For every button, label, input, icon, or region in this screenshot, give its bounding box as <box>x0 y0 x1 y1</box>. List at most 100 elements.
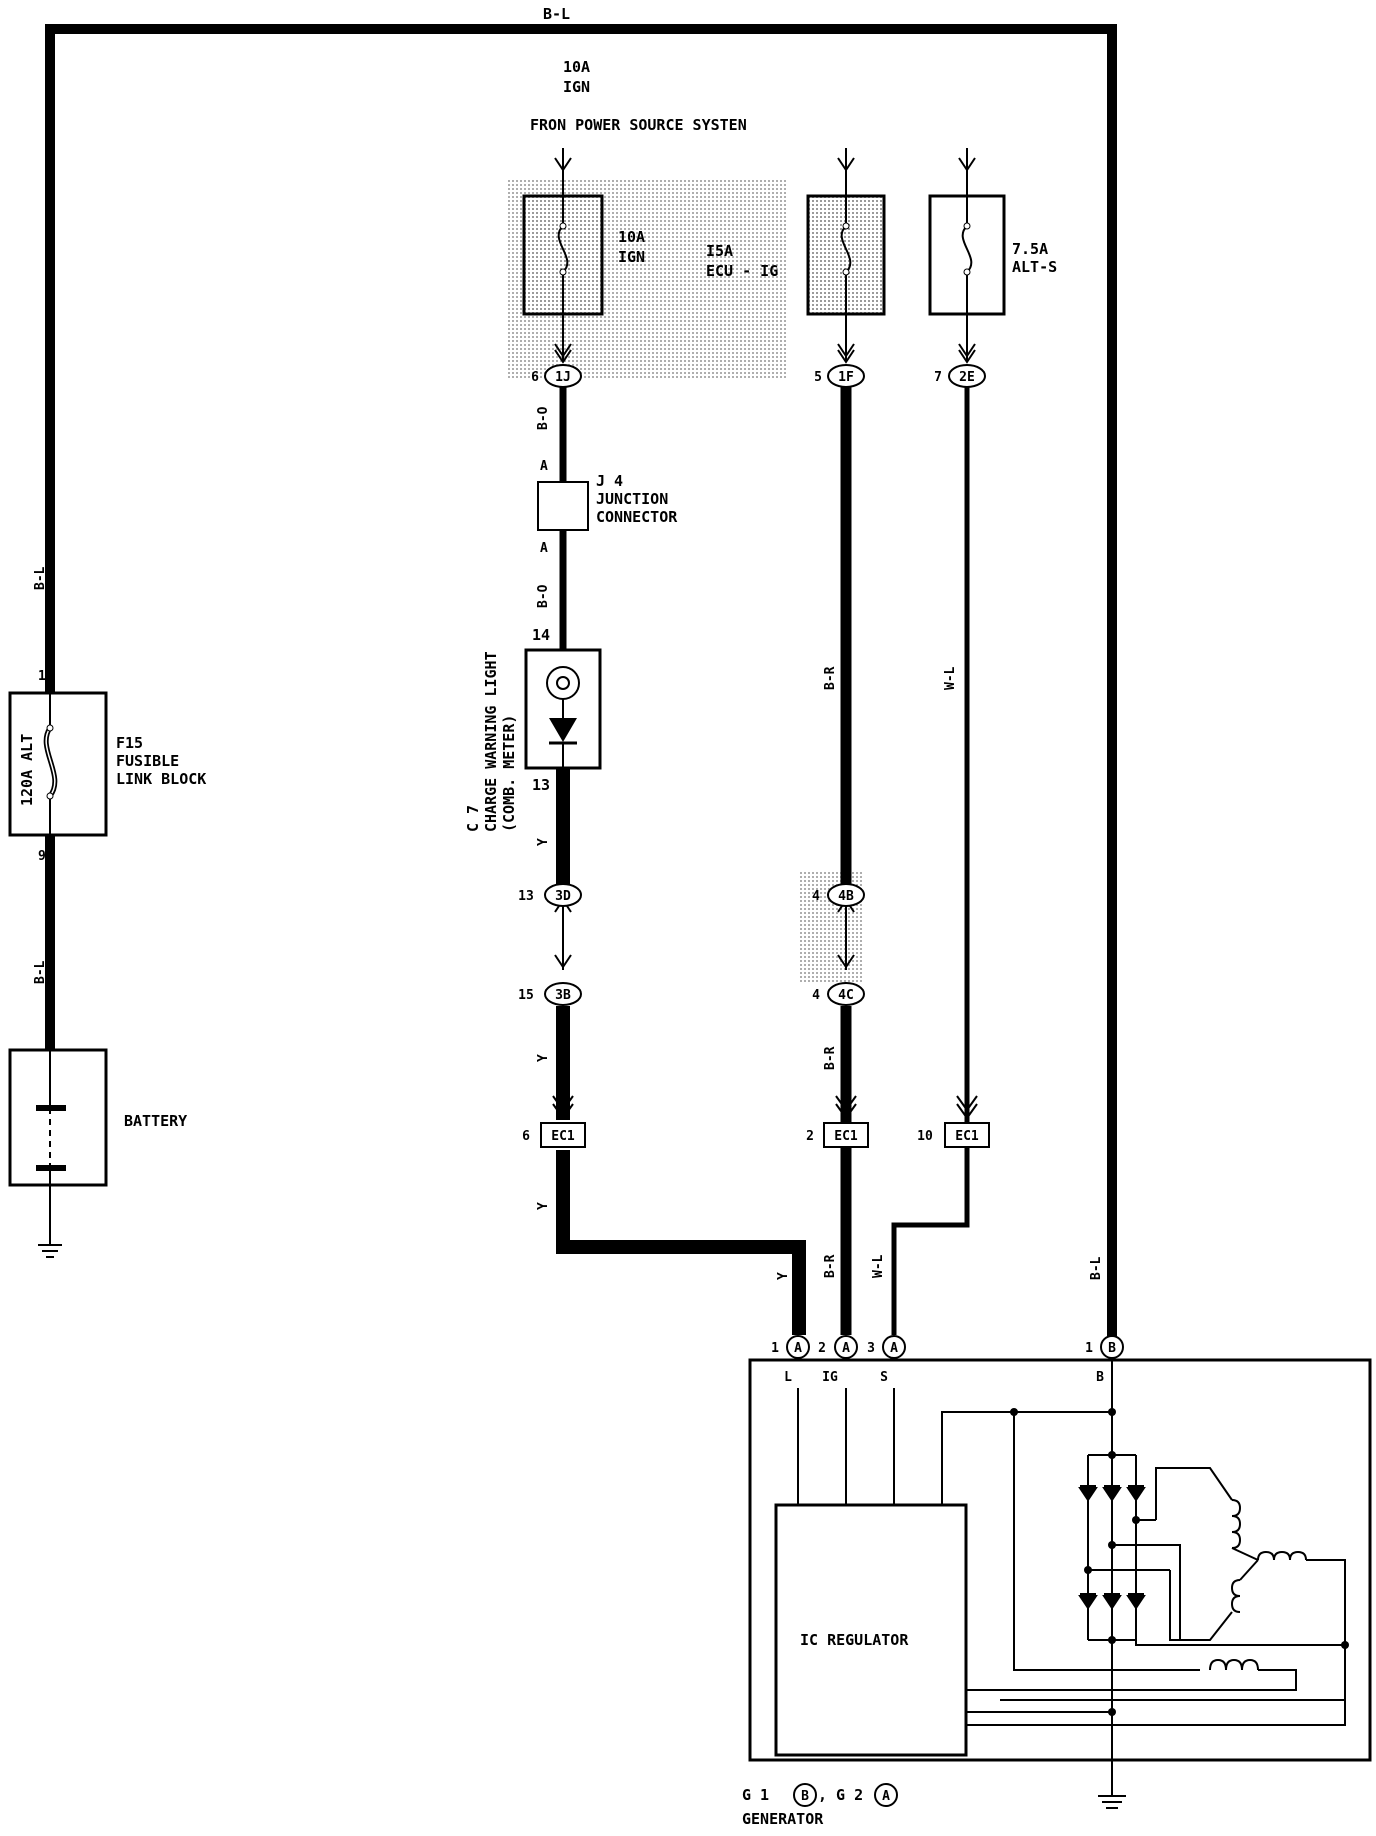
fuse-out-arrows <box>554 314 976 364</box>
ground-icon <box>38 1185 62 1258</box>
junction-pin-top: A <box>540 459 548 474</box>
fusible-link-line2: LINK BLOCK <box>116 770 206 788</box>
svg-text:3B: 3B <box>555 988 571 1003</box>
connector-3d: 13 3D <box>518 883 582 907</box>
generator-pin-ig: 2 A IG <box>818 1335 858 1385</box>
fusible-link-block <box>8 691 108 837</box>
wire-label-b-o-1: B-O <box>536 406 551 430</box>
junction-pin-bottom: A <box>540 541 548 556</box>
svg-text:B: B <box>1096 1370 1104 1385</box>
svg-text:7: 7 <box>934 370 942 385</box>
svg-text:EC1: EC1 <box>834 1129 858 1144</box>
svg-text:B: B <box>1108 1341 1116 1356</box>
fuse-ign-name: IGN <box>618 248 645 266</box>
power-source-label: FRON POWER SOURCE SYSTEN <box>530 116 747 134</box>
fuse-ecu-ig <box>806 194 886 316</box>
svg-text:4B: 4B <box>838 889 854 904</box>
fuse-alt-s-rating: 7.5A <box>1012 240 1048 258</box>
wire-label-y-3: Y <box>536 1202 551 1210</box>
wire-w-l <box>891 387 970 1335</box>
svg-text:G 1: G 1 <box>742 1786 769 1804</box>
fuse-alt-s-name: ALT-S <box>1012 258 1057 276</box>
fusible-link-id: F15 <box>116 734 143 752</box>
connector-ec1-6: 6 EC1 <box>522 1122 586 1148</box>
connector-1j: 6 1J <box>531 364 582 388</box>
svg-text:4: 4 <box>812 889 820 904</box>
stator-windings <box>1000 1467 1346 1701</box>
svg-text:13: 13 <box>518 889 534 904</box>
generator-ground-icon <box>1098 1760 1126 1809</box>
connector-4c: 4 4C <box>812 982 865 1006</box>
fusible-link-rating: 120A ALT <box>18 734 36 806</box>
warning-light-line1: CHARGE WARNING LIGHT <box>482 651 500 832</box>
svg-text:6: 6 <box>522 1129 530 1144</box>
svg-text:EC1: EC1 <box>551 1129 575 1144</box>
generator-name: GENERATOR <box>742 1810 824 1828</box>
wire-y <box>552 768 806 1335</box>
svg-text:3: 3 <box>867 1341 875 1356</box>
fuse-ecu-ig-name: ECU - IG <box>706 262 778 280</box>
wire-label-b-o-2: B-O <box>536 584 551 608</box>
ic-regulator-label: IC REGULATOR <box>800 1631 909 1649</box>
svg-text:A: A <box>842 1341 850 1356</box>
svg-text:3D: 3D <box>555 889 571 904</box>
svg-text:6: 6 <box>531 370 539 385</box>
svg-text:L: L <box>784 1370 792 1385</box>
generator-pin-s: 3 A S <box>867 1335 906 1385</box>
warning-light-pin-top: 14 <box>532 626 550 644</box>
fusible-link-pin-top: 1 <box>38 669 46 684</box>
junction-connector-box <box>537 481 589 531</box>
svg-text:A: A <box>794 1341 802 1356</box>
wire-label-y-1: Y <box>536 838 551 846</box>
connector-1f: 5 1F <box>814 364 865 388</box>
junction-line2: CONNECTOR <box>596 508 678 526</box>
fuse-alt-s <box>928 194 1006 316</box>
connector-4b: 4 4B <box>812 883 865 907</box>
svg-text:15: 15 <box>518 988 534 1003</box>
battery-label: BATTERY <box>124 1112 187 1130</box>
generator-caption: G 1 B , G 2 A <box>742 1783 898 1807</box>
svg-text:B: B <box>801 1789 809 1804</box>
connector-ec1-2: 2 EC1 <box>806 1122 869 1148</box>
fuse-rating-header: 10A <box>563 58 590 76</box>
warning-light-pin-bottom: 13 <box>532 776 550 794</box>
field-coil <box>966 1412 1346 1726</box>
generator-pin-b: 1 B B <box>1085 1335 1124 1385</box>
connector-ec1-10: 10 EC1 <box>917 1122 990 1148</box>
svg-text:A: A <box>890 1341 898 1356</box>
wire-label-b-l-left: B-L <box>33 566 48 590</box>
wire-label-b-l-right: B-L <box>1089 1256 1104 1280</box>
wire-label-b-l-top: B-L <box>543 5 570 23</box>
svg-text:1J: 1J <box>555 370 571 385</box>
svg-text:5: 5 <box>814 370 822 385</box>
svg-text:10: 10 <box>917 1129 933 1144</box>
warning-light-id: C 7 <box>464 805 482 832</box>
svg-text:2: 2 <box>806 1129 814 1144</box>
warning-light-line2: (COMB. METER) <box>500 715 518 832</box>
svg-text:1: 1 <box>1085 1341 1093 1356</box>
svg-text:4: 4 <box>812 988 820 1003</box>
connector-3b: 15 3B <box>518 982 582 1006</box>
fuse-ign-rating: 10A <box>618 228 645 246</box>
connector-2e: 7 2E <box>934 364 986 388</box>
svg-text:IG: IG <box>822 1370 838 1385</box>
svg-text:1: 1 <box>771 1341 779 1356</box>
svg-text:4C: 4C <box>838 988 854 1003</box>
wire-label-y-2: Y <box>536 1054 551 1062</box>
svg-text:, G 2: , G 2 <box>818 1786 863 1804</box>
junction-line1: JUNCTION <box>596 490 668 508</box>
svg-text:A: A <box>882 1789 890 1804</box>
wire-w-l-arrows <box>956 1095 978 1120</box>
rectifier-dots <box>1084 1451 1349 1716</box>
svg-text:EC1: EC1 <box>955 1129 979 1144</box>
svg-text:S: S <box>880 1370 888 1385</box>
power-arrows <box>554 148 976 196</box>
fuse-ecu-ig-rating: I5A <box>706 242 733 260</box>
charge-warning-light <box>524 648 602 770</box>
wire-label-w-l-2: W-L <box>871 1254 886 1278</box>
svg-text:2: 2 <box>818 1341 826 1356</box>
svg-text:2E: 2E <box>959 370 975 385</box>
wire-label-y-4: Y <box>776 1272 791 1280</box>
generator-pin-l: 1 A L <box>771 1335 810 1385</box>
